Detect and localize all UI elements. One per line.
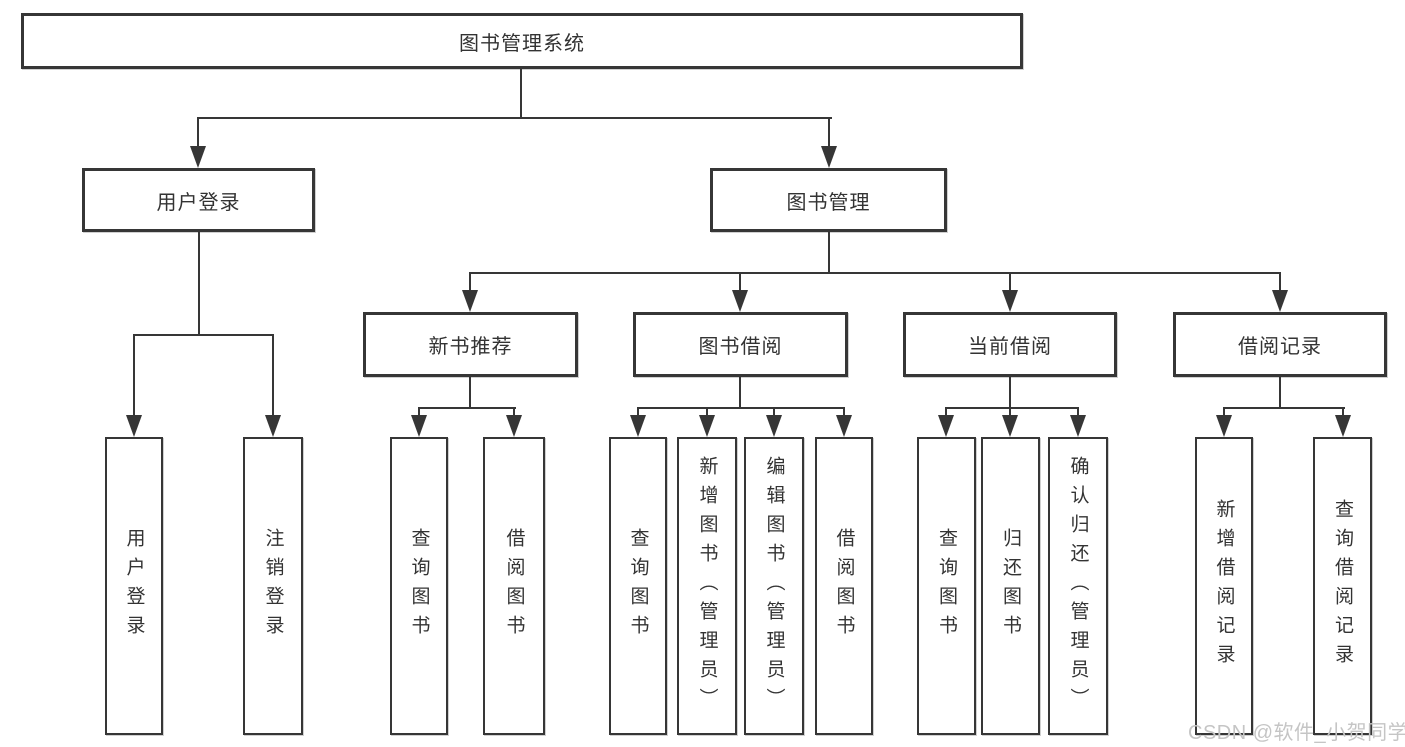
connector-branch: [637, 407, 845, 409]
leaf-confirm-return-admin: 确认归还（管理员）: [1048, 437, 1108, 735]
leaf-label: 查询图书: [627, 528, 649, 644]
node-user-login: 用户登录: [82, 168, 315, 232]
arrowhead-icon: [821, 146, 837, 168]
leaf-label: 新增图书（管理员）: [696, 455, 718, 717]
arrowhead-icon: [126, 415, 142, 437]
arrowhead-icon: [190, 146, 206, 168]
node-label: 用户登录: [156, 191, 241, 214]
node-label: 借阅记录: [1238, 336, 1322, 358]
arrowhead-icon: [265, 415, 281, 437]
connector-leaf-stem: [945, 407, 947, 417]
connector-borrow-records-stem: [1279, 272, 1281, 292]
leaf-label: 归还图书: [1000, 528, 1021, 644]
connector-new-book-stem: [469, 272, 471, 292]
arrowhead-icon: [1002, 415, 1018, 437]
connector-user-login-branch: [133, 334, 274, 336]
connector-user-login-drop: [198, 232, 200, 335]
connector-leaf-stem: [272, 334, 274, 416]
connector-leaf-stem: [843, 407, 845, 417]
arrowhead-icon: [699, 415, 715, 437]
node-label: 图书管理系统: [459, 32, 585, 55]
leaf-borrow-books-recommend: 借阅图书: [483, 437, 545, 735]
node-label: 图书管理: [786, 191, 871, 214]
leaf-label: 查询图书: [408, 528, 430, 644]
leaf-label: 查询借阅记录: [1332, 499, 1353, 673]
node-current-borrowing: 当前借阅: [903, 312, 1117, 377]
connector-drop: [1279, 377, 1281, 409]
leaf-query-books-current: 查询图书: [917, 437, 976, 735]
leaf-return-books: 归还图书: [981, 437, 1040, 735]
connector-book-management-stem: [828, 117, 830, 147]
connector-leaf-stem: [418, 407, 420, 417]
leaf-label: 查询图书: [936, 528, 957, 644]
node-label: 新书推荐: [428, 336, 513, 358]
arrowhead-icon: [1216, 415, 1232, 437]
arrowhead-icon: [462, 290, 478, 312]
node-label: 当前借阅: [968, 336, 1052, 358]
connector-branch: [1223, 407, 1345, 409]
node-book-borrowing: 图书借阅: [633, 312, 848, 377]
arrowhead-icon: [1070, 415, 1086, 437]
connector-current-borrow-stem: [1009, 272, 1011, 292]
leaf-label: 编辑图书（管理员）: [763, 455, 785, 717]
arrowhead-icon: [1272, 290, 1288, 312]
leaf-label: 注销登录: [262, 528, 284, 644]
connector-book-borrow-stem: [739, 272, 741, 292]
node-library-management-system: 图书管理系统: [21, 13, 1023, 69]
connector-leaf-stem: [706, 407, 708, 417]
leaf-logout-login: 注销登录: [243, 437, 303, 735]
node-label: 图书借阅: [698, 336, 783, 358]
connector-leaf-stem: [1077, 407, 1079, 417]
leaf-borrow-books: 借阅图书: [815, 437, 873, 735]
csdn-watermark: CSDN @软件_小贺同学: [1188, 722, 1405, 744]
leaf-label: 确认归还（管理员）: [1067, 455, 1089, 717]
arrowhead-icon: [411, 415, 427, 437]
leaf-query-borrow-record: 查询借阅记录: [1313, 437, 1372, 735]
arrowhead-icon: [938, 415, 954, 437]
connector-branch: [945, 407, 1079, 409]
connector-leaf-stem: [1342, 407, 1344, 417]
leaf-query-books-borrowing: 查询图书: [609, 437, 667, 735]
arrowhead-icon: [1335, 415, 1351, 437]
connector-leaf-stem: [1009, 407, 1011, 417]
arrowhead-icon: [1002, 290, 1018, 312]
connector-root-drop: [520, 69, 522, 118]
leaf-label: 新增借阅记录: [1213, 499, 1235, 673]
arrowhead-icon: [732, 290, 748, 312]
leaf-label: 借阅图书: [503, 528, 525, 644]
connector-drop: [739, 377, 741, 409]
leaf-label: 借阅图书: [833, 528, 855, 644]
leaf-add-borrow-record: 新增借阅记录: [1195, 437, 1253, 735]
connector-level3-branch: [469, 272, 1281, 274]
leaf-add-books-admin: 新增图书（管理员）: [677, 437, 737, 735]
connector-leaf-stem: [1223, 407, 1225, 417]
leaf-user-login: 用户登录: [105, 437, 163, 735]
node-book-management: 图书管理: [710, 168, 947, 232]
leaf-query-books-recommend: 查询图书: [390, 437, 448, 735]
connector-level2-branch: [197, 117, 832, 119]
arrowhead-icon: [766, 415, 782, 437]
connector-leaf-stem: [773, 407, 775, 417]
arrowhead-icon: [506, 415, 522, 437]
node-new-book-recommendation: 新书推荐: [363, 312, 578, 377]
connector-leaf-stem: [133, 334, 135, 416]
leaf-label: 用户登录: [123, 528, 145, 644]
connector-leaf-stem: [513, 407, 515, 417]
connector-drop: [1009, 377, 1011, 409]
arrowhead-icon: [630, 415, 646, 437]
connector-leaf-stem: [637, 407, 639, 417]
connector-user-login-stem: [197, 117, 199, 147]
node-borrowing-records: 借阅记录: [1173, 312, 1387, 377]
connector-drop: [469, 377, 471, 409]
leaf-edit-books-admin: 编辑图书（管理员）: [744, 437, 804, 735]
connector-book-management-drop: [828, 232, 830, 274]
arrowhead-icon: [836, 415, 852, 437]
connector-branch: [418, 407, 516, 409]
